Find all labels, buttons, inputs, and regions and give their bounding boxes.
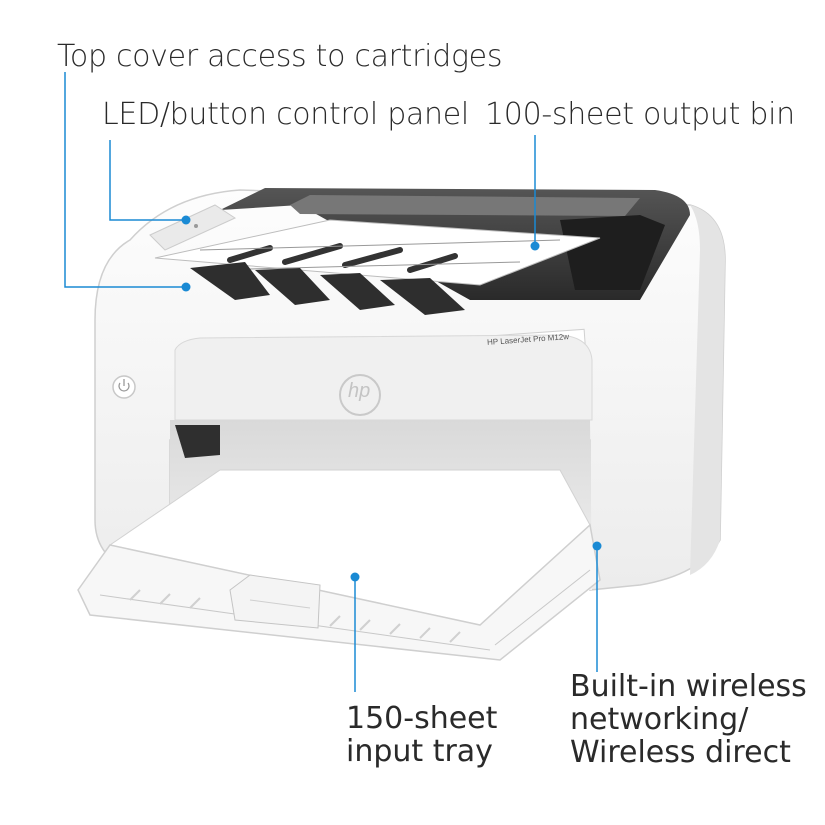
- front-door: [174, 334, 593, 421]
- label-output-bin: 100-sheet output bin: [485, 97, 795, 132]
- label-input-tray-line-2: input tray: [346, 734, 493, 769]
- callout-dots: [181, 215, 602, 582]
- paper-guide: [229, 574, 321, 629]
- hp-logo-icon: [339, 374, 381, 416]
- callout-dot-control-panel: [181, 215, 191, 225]
- callout-dot-input-tray: [350, 572, 360, 582]
- power-button: [112, 375, 136, 399]
- control-panel: [149, 204, 237, 251]
- label-wireless: Built-in wireless networking/ Wireless d…: [570, 670, 807, 769]
- label-wireless-line-1: Built-in wireless: [570, 669, 807, 704]
- callout-dot-wireless: [592, 541, 602, 551]
- label-control-panel: LED/button control panel: [102, 97, 469, 132]
- callout-dot-output-bin: [530, 241, 540, 251]
- label-wireless-line-2: networking/: [570, 702, 749, 737]
- callout-lines: [64, 72, 598, 692]
- hp-logo-text: hp: [348, 380, 371, 402]
- label-input-tray-line-1: 150-sheet: [346, 701, 498, 736]
- output-paper: [154, 219, 601, 286]
- callout-line-top-cover: [64, 72, 186, 288]
- input-tray: [77, 523, 601, 661]
- callout-dot-top-cover: [181, 282, 191, 292]
- label-top-cover: Top cover access to cartridges: [57, 39, 503, 74]
- label-wireless-line-3: Wireless direct: [570, 735, 791, 770]
- output-bin-flaps: [190, 262, 465, 315]
- callout-line-control-panel: [109, 140, 186, 221]
- label-input-tray: 150-sheet input tray: [346, 702, 497, 768]
